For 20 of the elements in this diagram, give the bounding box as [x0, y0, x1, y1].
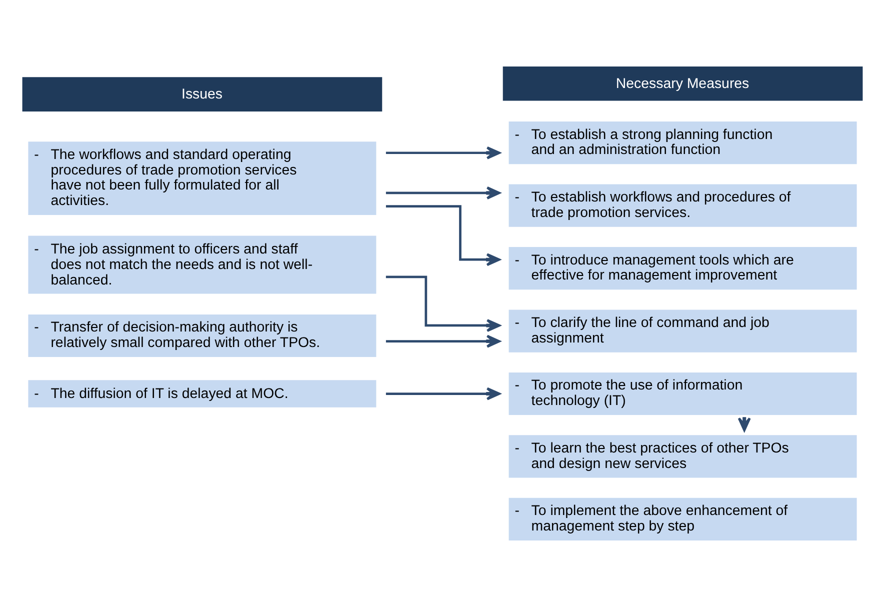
node-box: - To establish workflows and procedures of trade promotion services. — [508, 184, 857, 227]
node-box: - The diffusion of IT is delayed at MOC. — [28, 380, 376, 408]
node-box: - The workflows and standard operating procedures of trade promotion services have not been fully formulated for all activities. — [28, 142, 376, 216]
node-box: - To implement the above enhancement of management step by step — [508, 498, 857, 541]
arrow — [738, 417, 751, 432]
arrow — [386, 334, 500, 348]
arrow — [386, 186, 500, 200]
arrow — [386, 146, 500, 160]
arrow — [386, 387, 500, 400]
arrow — [386, 276, 500, 332]
node-box: - To promote the use of information technology (IT) — [508, 372, 857, 416]
arrow — [386, 205, 500, 266]
node-box: - The job assignment to officers and staff does not match the needs and is not well-balanced. — [28, 236, 376, 294]
node-box: - To clarify the line of command and job assignment — [508, 310, 857, 352]
node-box: - Transfer of decision-making authority is relatively small compared with other TPOs. — [28, 314, 376, 358]
node-box: - To learn the best practices of other TPOs and design new services — [508, 435, 857, 478]
node-box: Necessary Measures — [502, 66, 863, 101]
node-box: - To introduce management tools which are effective for management improvement — [508, 246, 857, 290]
node-box: Issues — [22, 77, 382, 112]
node-box: - To establish a strong planning function and an administration function — [508, 122, 857, 164]
